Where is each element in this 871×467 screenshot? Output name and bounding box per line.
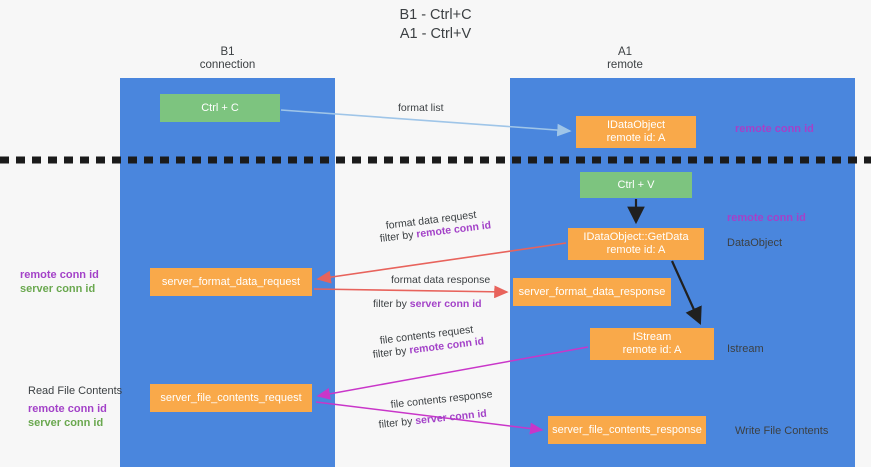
- page-title-line2: A1 - Ctrl+V: [399, 26, 472, 42]
- node-getdata-sublabel: remote id: A: [606, 244, 666, 256]
- node-fmt-resp-label: server_format_data_response: [518, 285, 666, 298]
- node-server-file-contents-response[interactable]: server_file_contents_response: [548, 416, 706, 444]
- lane-header-b1-line2: connection: [199, 59, 256, 71]
- lane-header-b1-line1: B1: [220, 46, 235, 58]
- node-ctrl-v-label: Ctrl + V: [617, 178, 655, 191]
- note-server-conn-id: server conn id: [28, 417, 104, 429]
- filter-key-server-conn-id: server conn id: [409, 298, 482, 310]
- note-remote-conn-id: remote conn id: [28, 403, 107, 415]
- node-ctrl-c[interactable]: Ctrl + C: [160, 94, 280, 122]
- node-idataobject-label: IDataObject: [606, 119, 666, 131]
- filter-prefix: filter by: [372, 344, 411, 361]
- node-istream-label: IStream: [632, 331, 672, 343]
- lane-header-a1-line2: remote: [607, 59, 643, 71]
- note-conn-id-legend-bottom: remote conn id server conn id: [28, 402, 107, 430]
- filter-prefix: filter by: [378, 415, 416, 431]
- page-title: B1 - Ctrl+C A1 - Ctrl+V: [0, 6, 871, 44]
- node-getdata-label: IDataObject::GetData: [583, 231, 689, 243]
- lane-header-a1-line1: A1: [617, 46, 633, 58]
- edge-label-format-data-response: format data response: [391, 274, 491, 286]
- note-remote-conn-id-mid: remote conn id: [727, 212, 806, 224]
- node-server-format-data-response[interactable]: server_format_data_response: [513, 278, 671, 306]
- note-read-file-contents: Read File Contents: [28, 385, 123, 397]
- note-istream: Istream: [727, 343, 764, 355]
- node-istream[interactable]: IStream remote id: A: [590, 328, 714, 360]
- filter-key-server-conn-id: server conn id: [414, 407, 488, 428]
- node-server-format-data-request[interactable]: server_format_data_request: [150, 268, 312, 296]
- page-title-line1: B1 - Ctrl+C: [399, 7, 472, 23]
- note-remote-conn-id: remote conn id: [20, 269, 99, 281]
- note-server-conn-id: server conn id: [20, 283, 96, 295]
- node-file-req-label: server_file_contents_request: [160, 391, 302, 404]
- lane-header-b1: B1 connection: [120, 46, 335, 72]
- filter-prefix: filter by: [379, 228, 418, 245]
- filter-prefix: filter by: [373, 298, 410, 310]
- edge-label-format-list: format list: [398, 102, 444, 114]
- edge-label-format-data-response-filter: filter by server conn id: [373, 297, 482, 311]
- node-ctrl-c-label: Ctrl + C: [201, 101, 239, 114]
- arrow-format-data-response: [313, 285, 509, 299]
- node-idataobject-sublabel: remote id: A: [606, 132, 666, 144]
- node-file-resp-label: server_file_contents_response: [552, 423, 702, 436]
- node-istream-sublabel: remote id: A: [622, 344, 682, 356]
- node-server-file-contents-request[interactable]: server_file_contents_request: [150, 384, 312, 412]
- node-idataobject-getdata[interactable]: IDataObject::GetData remote id: A: [568, 228, 704, 260]
- lane-header-a1: A1 remote: [510, 46, 740, 72]
- note-dataobject: DataObject: [727, 237, 783, 249]
- note-conn-id-legend-top: remote conn id server conn id: [20, 268, 99, 296]
- note-remote-conn-id-top: remote conn id: [735, 123, 814, 135]
- node-idataobject[interactable]: IDataObject remote id: A: [576, 116, 696, 148]
- node-ctrl-v[interactable]: Ctrl + V: [580, 172, 692, 198]
- node-fmt-req-label: server_format_data_request: [161, 275, 301, 288]
- note-write-file-contents: Write File Contents: [735, 425, 829, 437]
